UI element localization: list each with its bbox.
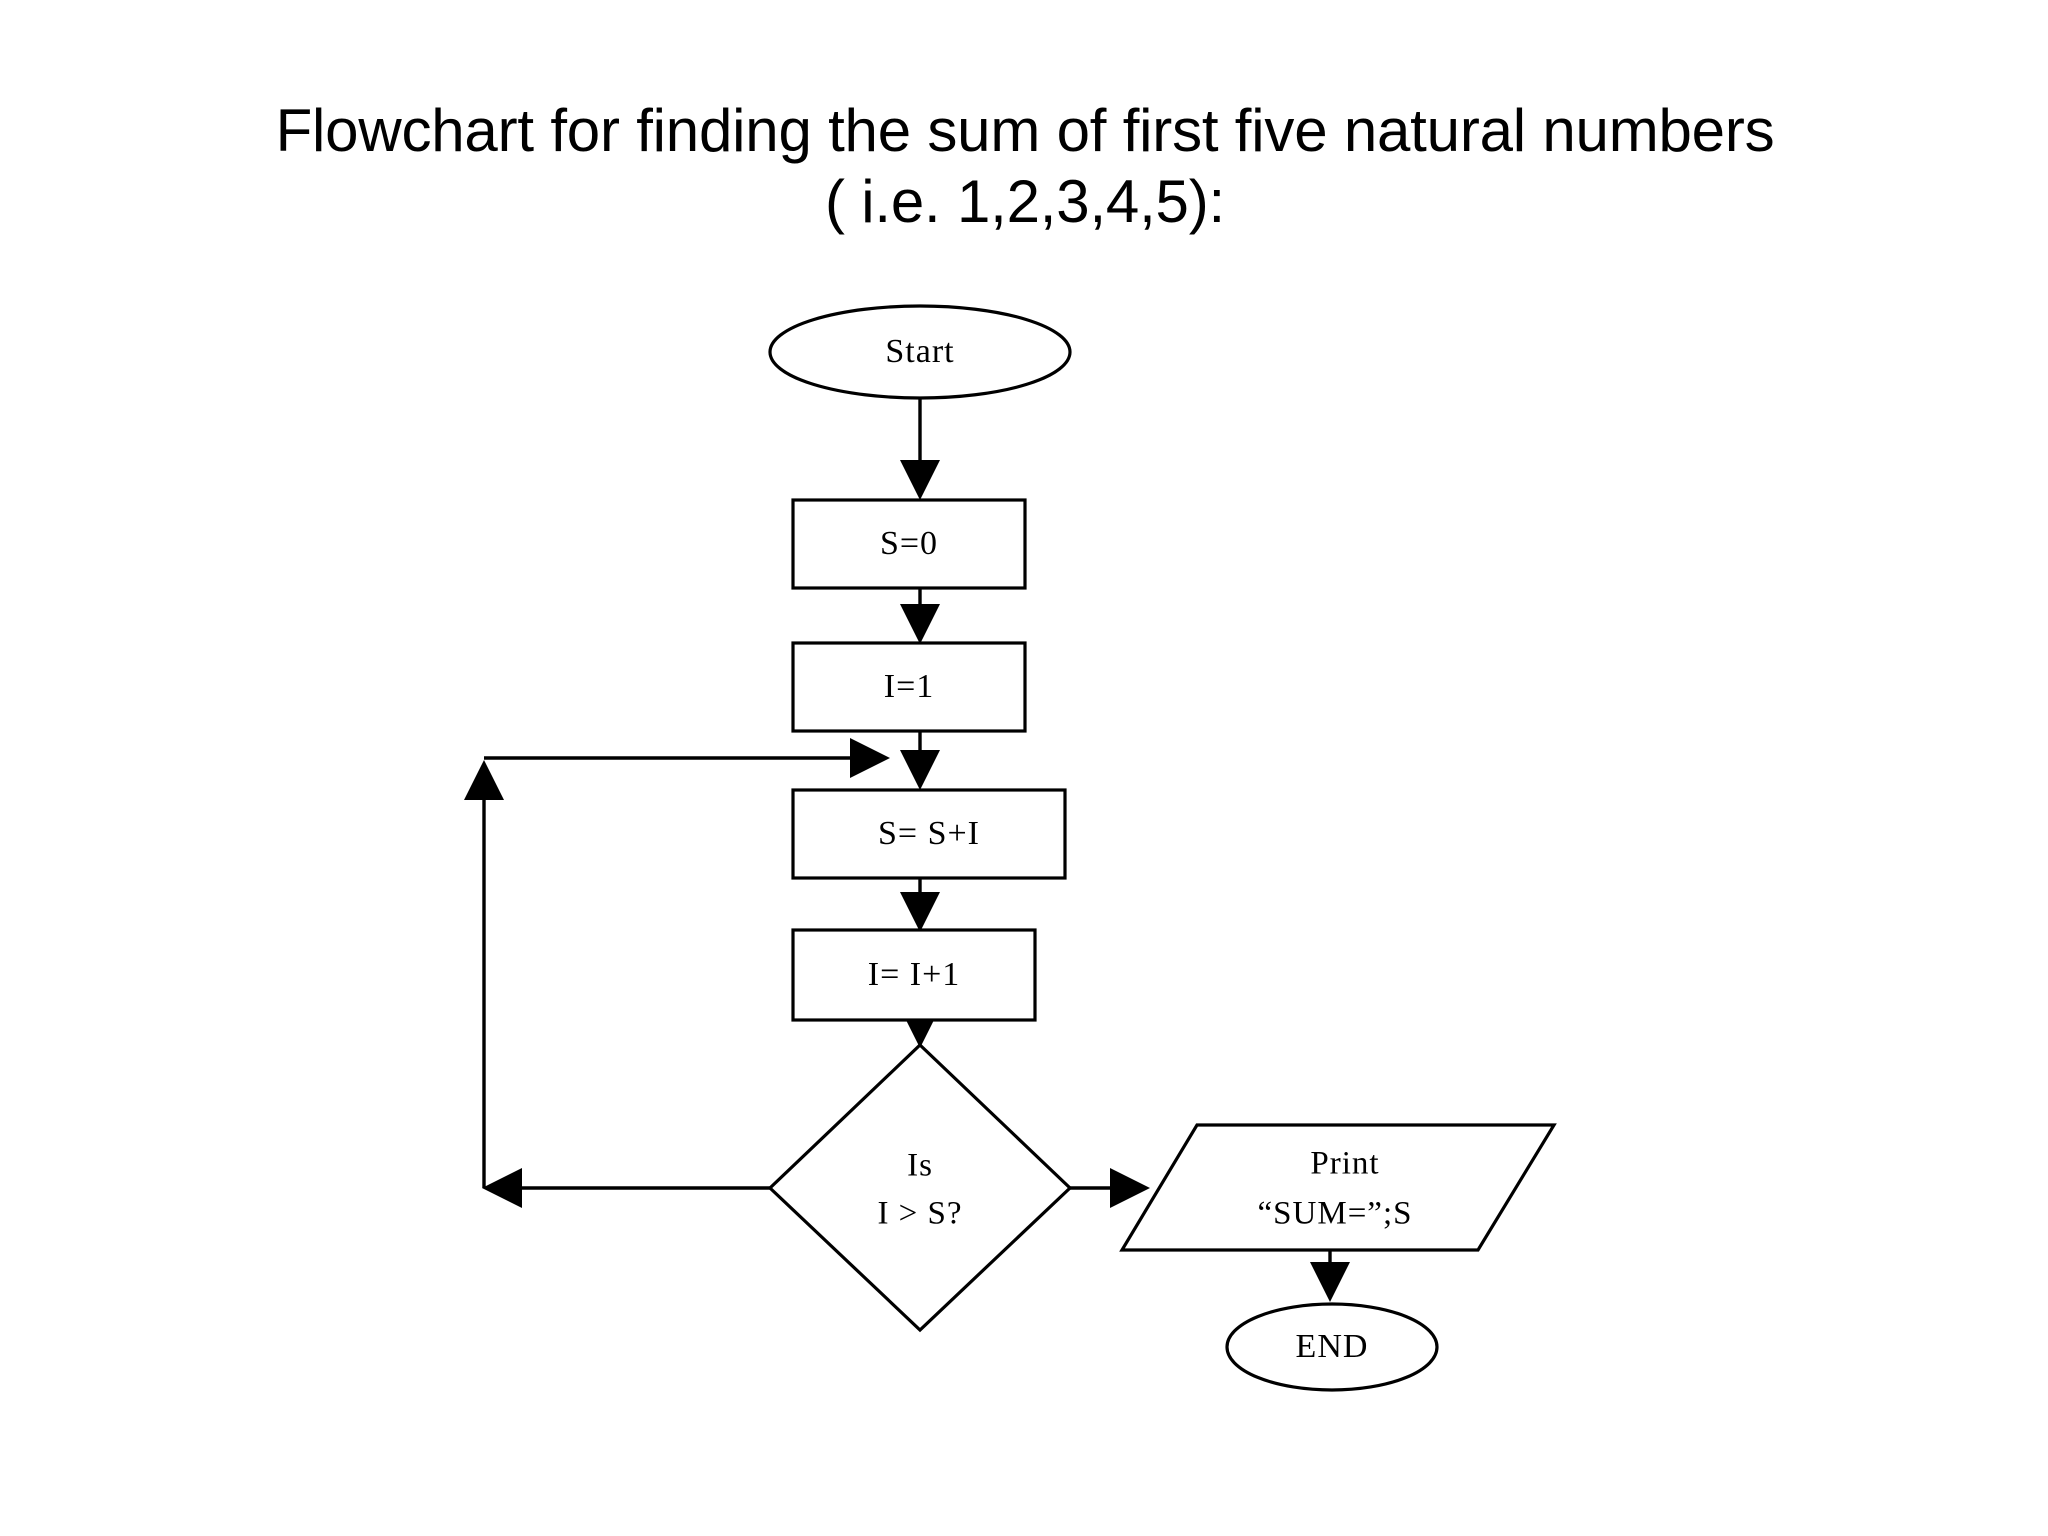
edge-i1-to-sum [900, 730, 940, 790]
edge-print-to-end [1310, 1250, 1350, 1302]
node-print[interactable]: Print “SUM=”;S [1119, 1123, 1557, 1252]
node-decision-label-line-2: I > S? [877, 1196, 962, 1232]
arrowhead-left-icon [482, 1168, 522, 1208]
node-init-index[interactable]: I=1 [791, 641, 1027, 733]
arrowhead-down-icon [900, 892, 940, 932]
node-init-sum[interactable]: S=0 [791, 498, 1027, 590]
page-title-line-2: ( i.e. 1,2,3,4,5): [825, 167, 1225, 235]
arrowhead-right-icon [850, 738, 890, 778]
node-accumulate-label: S= S+I [878, 815, 980, 852]
arrowhead-down-icon [1310, 1262, 1350, 1302]
arrowhead-down-icon [900, 750, 940, 790]
node-end[interactable]: END [1225, 1302, 1439, 1392]
node-decision-label-line-1: Is [907, 1148, 933, 1184]
edge-sum-to-incr [900, 878, 940, 932]
edge-decision-loopback [464, 738, 890, 1208]
node-increment-label: I= I+1 [868, 956, 961, 993]
node-print-label-line-1: Print [1310, 1146, 1379, 1182]
arrowhead-down-icon [900, 460, 940, 500]
edge-decision-to-print [1070, 1168, 1150, 1208]
node-start[interactable]: Start [768, 304, 1072, 400]
edge-s0-to-i1 [900, 588, 940, 644]
node-init-index-label: I=1 [884, 668, 935, 705]
node-decision[interactable]: Is I > S? [767, 1042, 1073, 1333]
arrowhead-down-icon [900, 604, 940, 644]
node-init-sum-label: S=0 [880, 525, 938, 562]
node-accumulate[interactable]: S= S+I [791, 788, 1067, 880]
node-print-label-line-2: “SUM=”;S [1258, 1196, 1413, 1232]
node-increment[interactable]: I= I+1 [791, 928, 1037, 1022]
page-title-line-1: Flowchart for finding the sum of first f… [275, 97, 1775, 164]
arrowhead-right-icon [1110, 1168, 1150, 1208]
arrowhead-up-icon [464, 760, 504, 800]
page-title: Flowchart for finding the sum of first f… [120, 96, 1930, 238]
node-start-label: Start [885, 333, 954, 370]
edge-start-to-s0 [900, 398, 940, 500]
node-end-label: END [1296, 1328, 1369, 1365]
